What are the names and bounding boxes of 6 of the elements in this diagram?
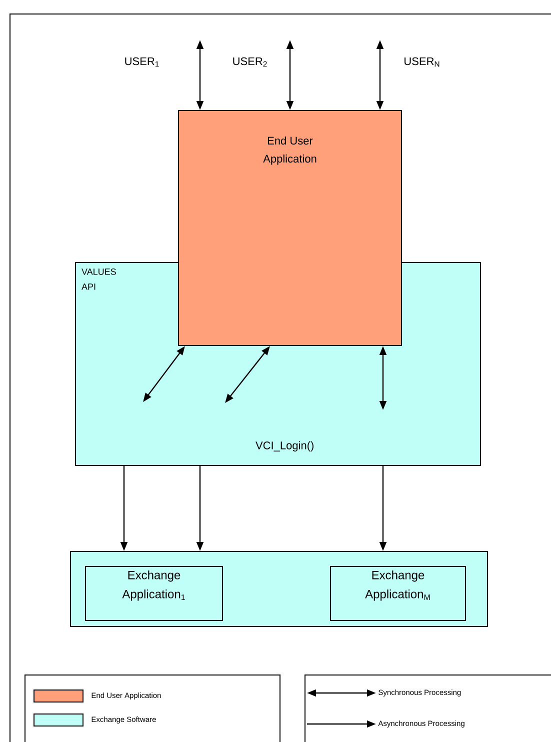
application-box: Exchange Application$_{1}$ — [85, 566, 223, 621]
user-label: USER$_{2}$ — [233, 57, 267, 67]
user-label: USER$_{N}$ — [404, 57, 440, 67]
application-box: End User Application — [178, 110, 402, 346]
application-box: Exchange Application$_{M}$ — [330, 566, 466, 621]
user-label: USER$_{1}$ — [125, 57, 159, 67]
